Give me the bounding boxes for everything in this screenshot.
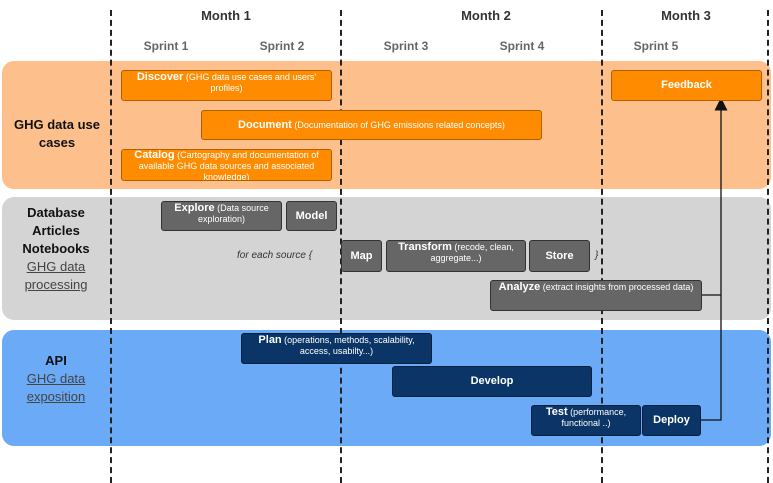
task-document[interactable]: Document (Documentation of GHG emissions… — [201, 110, 542, 140]
lane-api-title: API — [45, 353, 67, 368]
sprint-5-label: Sprint 5 — [633, 39, 679, 53]
lane-api-link[interactable]: GHG data exposition — [26, 371, 86, 404]
task-analyze[interactable]: Analyze (extract insights from processed… — [490, 280, 702, 311]
task-map[interactable]: Map — [341, 240, 382, 272]
for-each-source-close: } — [595, 250, 599, 261]
task-map-title: Map — [350, 249, 373, 262]
task-catalog[interactable]: Catalog (Cartography and documentation o… — [121, 149, 332, 181]
task-store[interactable]: Store — [529, 240, 590, 272]
task-explore-desc: (Data source exploration) — [197, 203, 269, 224]
task-catalog-title: Catalog — [134, 149, 175, 161]
month-1-label: Month 1 — [201, 8, 251, 23]
task-deploy[interactable]: Deploy — [642, 405, 701, 436]
task-plan[interactable]: Plan (operations, methods, scalability, … — [241, 333, 432, 364]
task-document-desc: (Documentation of GHG emissions related … — [294, 119, 505, 130]
lane-db-line1: Database — [27, 205, 85, 220]
lane-ghg-title: GHG data use cases — [14, 117, 100, 150]
task-feedback-title: Feedback — [661, 79, 712, 91]
task-transform-title: Transform — [398, 241, 452, 253]
lane-db-link[interactable]: GHG data processing — [24, 259, 88, 292]
month-2-label: Month 2 — [461, 8, 511, 23]
month-3-label: Month 3 — [661, 8, 711, 23]
task-develop[interactable]: Develop — [392, 366, 592, 397]
task-model[interactable]: Model — [286, 201, 337, 231]
task-model-title: Model — [295, 209, 328, 222]
task-explore[interactable]: Explore (Data source exploration) — [161, 201, 282, 231]
task-analyze-title: Analyze — [498, 281, 541, 293]
task-analyze-desc: (extract insights from processed data) — [542, 282, 694, 292]
lane-api-label: API GHG data exposition — [6, 352, 106, 406]
lane-db-line2: Articles — [32, 223, 80, 238]
for-each-source-open: for each source { — [237, 250, 313, 261]
task-develop-title: Develop — [470, 375, 514, 387]
month-3-end-line — [767, 10, 769, 483]
task-test-title: Test — [545, 406, 568, 418]
sprint-2-label: Sprint 2 — [259, 39, 305, 53]
task-feedback[interactable]: Feedback — [611, 70, 762, 101]
task-test[interactable]: Test (performance, functional ..) — [531, 405, 641, 436]
task-document-title: Document — [238, 118, 292, 131]
task-transform[interactable]: Transform (recode, clean, aggregate...) — [386, 240, 526, 272]
lane-db-line3: Notebooks — [22, 241, 90, 256]
lane-ghg-label: GHG data use cases — [12, 116, 102, 152]
sprint-1-label: Sprint 1 — [143, 39, 189, 53]
sprint-4-label: Sprint 4 — [499, 39, 545, 53]
lane-db-label: Database Articles Notebooks GHG data pro… — [6, 204, 106, 294]
task-discover-desc: (GHG data use cases and users' profiles) — [185, 72, 317, 93]
task-test-desc: (performance, functional ..) — [561, 407, 627, 428]
task-discover[interactable]: Discover (GHG data use cases and users' … — [121, 70, 332, 101]
month-3-start-line — [601, 10, 603, 483]
task-discover-title: Discover — [136, 71, 184, 83]
task-transform-desc: (recode, clean, aggregate...) — [430, 242, 514, 263]
task-plan-desc: (operations, methods, scalability, acces… — [284, 335, 415, 356]
task-catalog-desc: (Cartography and documentation of availa… — [138, 150, 319, 181]
task-plan-title: Plan — [258, 334, 282, 346]
task-deploy-title: Deploy — [653, 414, 690, 426]
month-1-start-line — [110, 10, 112, 483]
task-explore-title: Explore — [174, 202, 215, 214]
sprint-3-label: Sprint 3 — [383, 39, 429, 53]
task-store-title: Store — [545, 249, 574, 262]
